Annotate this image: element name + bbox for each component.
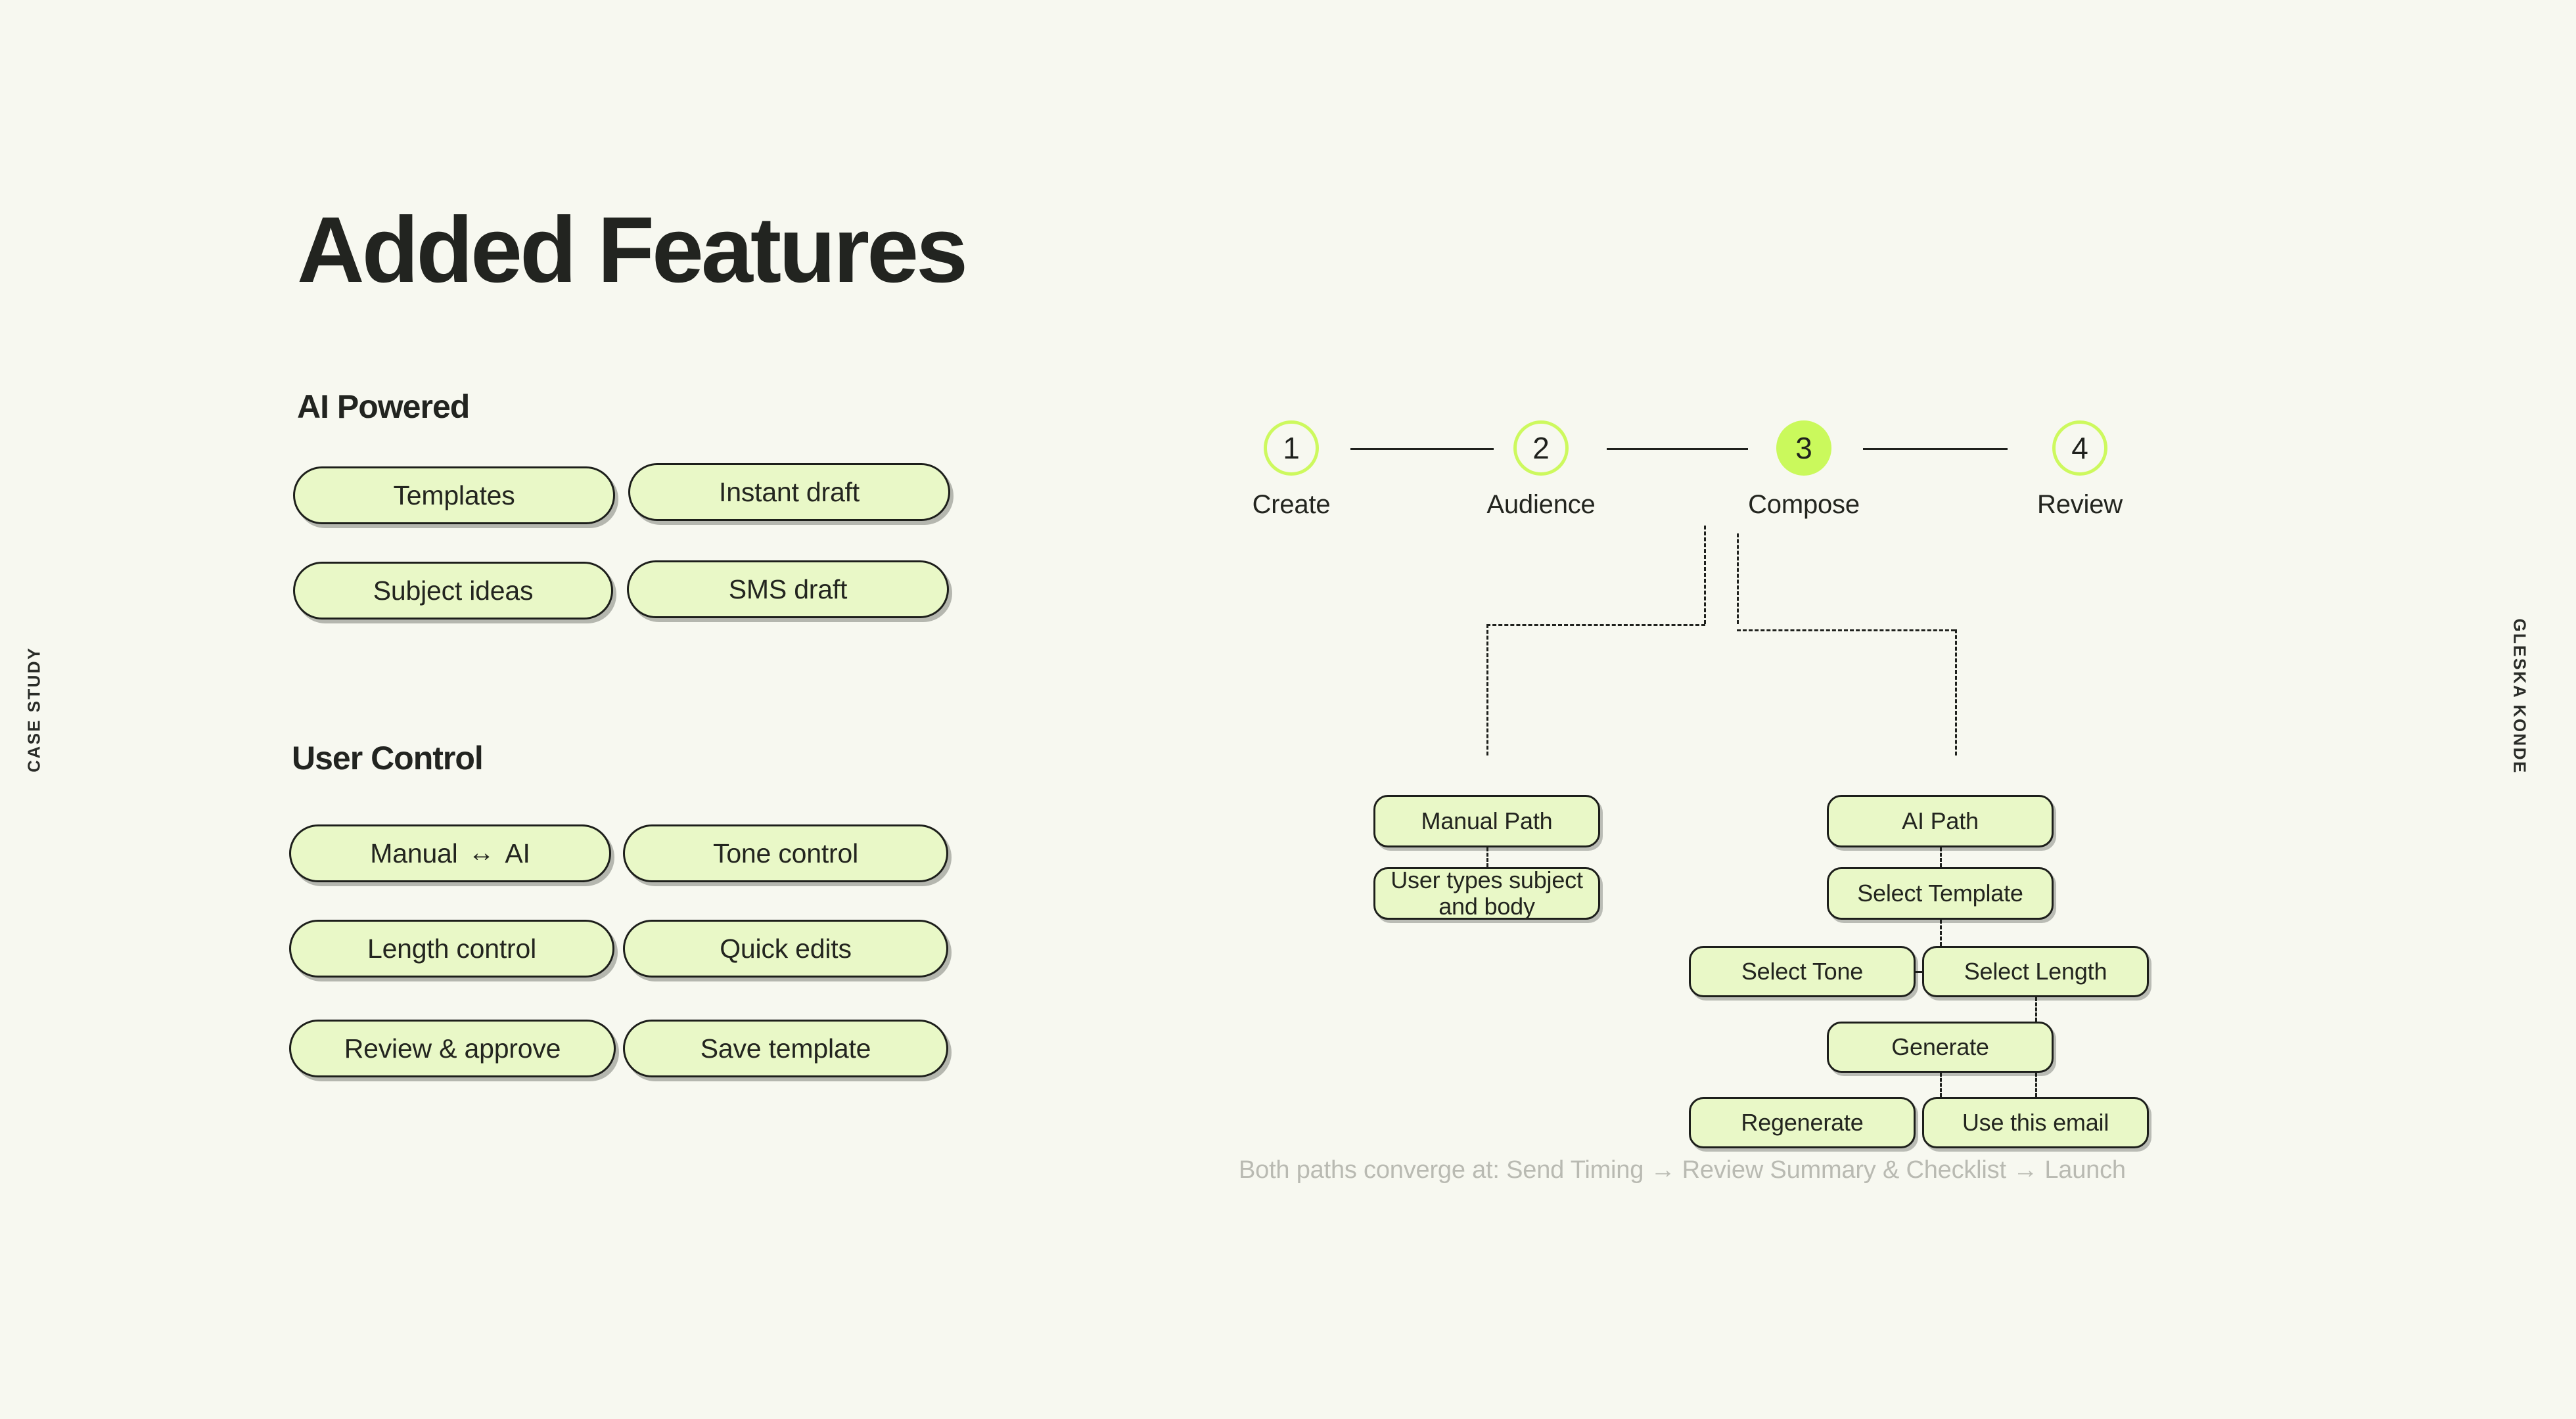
flow-node-regenerate[interactable]: Regenerate [1689, 1097, 1916, 1148]
flow-convergence-note: Both paths converge at: Send Timing → Re… [1239, 1156, 2126, 1184]
pill-manual-ai-toggle[interactable]: Manual ↔ AI [289, 824, 611, 882]
step-label: Review [2037, 490, 2123, 519]
pill-manual-label: Manual [370, 838, 458, 868]
page-title: Added Features [297, 198, 968, 303]
flow-link-length-to-generate [2035, 997, 2037, 1022]
step-connector-2-3 [1607, 448, 1748, 450]
compose-flow-diagram: Manual Path User types subject and body … [1373, 526, 2241, 1156]
flow-node-use-this-email[interactable]: Use this email [1922, 1097, 2149, 1148]
flow-link-generate-to-use-email [2035, 1073, 2037, 1097]
pill-templates[interactable]: Templates [293, 466, 615, 524]
flow-node-select-tone[interactable]: Select Tone [1689, 946, 1916, 997]
flow-branch-bar-right [1737, 629, 1955, 631]
step-number-badge: 1 [1264, 420, 1319, 476]
section-heading-ai-powered: AI Powered [297, 388, 470, 425]
pill-length-control[interactable]: Length control [289, 920, 614, 978]
pill-sms-draft[interactable]: SMS draft [627, 560, 949, 618]
step-review[interactable]: 4 Review [2024, 420, 2136, 520]
progress-stepper: 1 Create 2 Audience 3 Compose 4 Review [1235, 420, 2188, 578]
step-number-badge: 3 [1776, 420, 1831, 476]
pill-instant-draft[interactable]: Instant draft [628, 463, 950, 521]
step-label: Compose [1748, 490, 1860, 519]
flow-node-ai-path[interactable]: AI Path [1827, 795, 2054, 847]
pill-ai-label: AI [505, 838, 530, 868]
step-number-badge: 4 [2052, 420, 2107, 476]
step-compose-active[interactable]: 3 Compose [1748, 420, 1860, 520]
side-label-case-study: CASE STUDY [24, 646, 44, 773]
flow-link-manual-to-usertypes [1486, 847, 1488, 867]
flow-branch-drop-right [1955, 629, 1957, 755]
step-create[interactable]: 1 Create [1235, 420, 1347, 520]
step-connector-1-2 [1350, 448, 1494, 450]
pill-quick-edits[interactable]: Quick edits [623, 920, 948, 978]
step-connector-3-4 [1863, 448, 2008, 450]
flow-branch-stem-left [1704, 526, 1706, 624]
flow-link-tone-to-length [1916, 971, 1923, 973]
step-label: Create [1252, 490, 1331, 519]
flow-link-template-to-tone [1940, 920, 1942, 946]
side-label-author: GLESKA KONDE [2510, 618, 2530, 775]
step-label: Audience [1486, 490, 1596, 519]
flow-node-manual-path[interactable]: Manual Path [1373, 795, 1600, 847]
flow-link-generate-to-regenerate [1940, 1073, 1942, 1097]
flow-node-select-length[interactable]: Select Length [1922, 946, 2149, 997]
pill-subject-ideas[interactable]: Subject ideas [293, 562, 613, 619]
flow-node-user-types-subject-and-body[interactable]: User types subject and body [1373, 867, 1600, 920]
pill-save-template[interactable]: Save template [623, 1020, 948, 1077]
flow-node-select-template[interactable]: Select Template [1827, 867, 2054, 920]
flow-link-aipath-to-template [1940, 847, 1942, 867]
pill-tone-control[interactable]: Tone control [623, 824, 948, 882]
step-audience[interactable]: 2 Audience [1485, 420, 1597, 520]
flow-branch-drop-left [1486, 624, 1488, 755]
step-number-badge: 2 [1513, 420, 1569, 476]
flow-node-generate[interactable]: Generate [1827, 1022, 2054, 1073]
flow-branch-stem-right [1737, 533, 1739, 624]
section-heading-user-control: User Control [292, 740, 484, 777]
bidirectional-arrow-icon: ↔ [468, 838, 495, 867]
flow-branch-bar-left [1486, 624, 1705, 626]
pill-review-approve[interactable]: Review & approve [289, 1020, 616, 1077]
